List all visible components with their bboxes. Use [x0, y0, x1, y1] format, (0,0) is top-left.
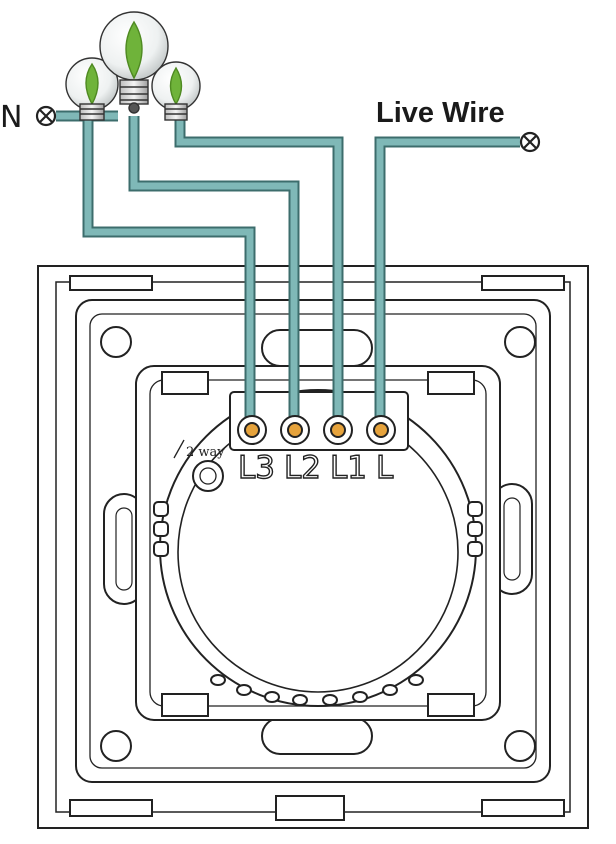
bump [292, 694, 308, 706]
bump [382, 684, 398, 696]
terminal-screw-l1 [323, 415, 353, 445]
terminal-screws [237, 415, 396, 445]
crossed-circle-terminal-icon [519, 131, 541, 153]
screw-hole [504, 730, 536, 762]
frame-clip [481, 799, 565, 817]
corner-tab [427, 371, 475, 395]
terminal-label-l2: L2 [284, 450, 321, 486]
screw-hole [100, 730, 132, 762]
corner-tab [427, 693, 475, 717]
terminal-label-l: L [376, 450, 394, 486]
terminal-block [229, 391, 409, 451]
terminal-screw-l3 [237, 415, 267, 445]
bulb-with-leaf-icon [99, 11, 169, 114]
notch [153, 521, 169, 537]
corner-tab [161, 693, 209, 717]
terminal-label-l3: L3 [238, 450, 275, 486]
bulbs [65, 11, 201, 121]
live-wire-label: Live Wire [376, 97, 505, 129]
notch [153, 541, 169, 557]
side-slot-inner [115, 507, 133, 591]
side-slot-inner [503, 497, 521, 581]
notch [467, 521, 483, 537]
screw-hole [100, 326, 132, 358]
terminal-screw-l2 [280, 415, 310, 445]
bump [264, 691, 280, 703]
screw-hole [504, 326, 536, 358]
frame-clip [69, 799, 153, 817]
frame-clip [275, 795, 345, 821]
notch [467, 501, 483, 517]
corner-tab [161, 371, 209, 395]
frame-clip [481, 275, 565, 291]
bump [352, 691, 368, 703]
two-way-port-inner [199, 467, 217, 485]
bump [322, 694, 338, 706]
two-way-label: 2 way [186, 445, 225, 460]
bottom-slot [261, 717, 373, 755]
bump [236, 684, 252, 696]
crossed-circle-terminal-icon [35, 105, 57, 127]
bulb-with-leaf-icon [65, 57, 119, 121]
mounting-plate-inner [89, 313, 537, 769]
bump [408, 674, 424, 686]
notch [153, 501, 169, 517]
top-slot [261, 329, 373, 367]
bump [210, 674, 226, 686]
notch [467, 541, 483, 557]
bulb-with-leaf-icon [151, 61, 201, 121]
frame-clip [69, 275, 153, 291]
switch-frame [37, 265, 589, 829]
neutral-label: N [0, 100, 22, 135]
terminal-label-l1: L1 [330, 450, 367, 486]
terminal-screw-l [366, 415, 396, 445]
